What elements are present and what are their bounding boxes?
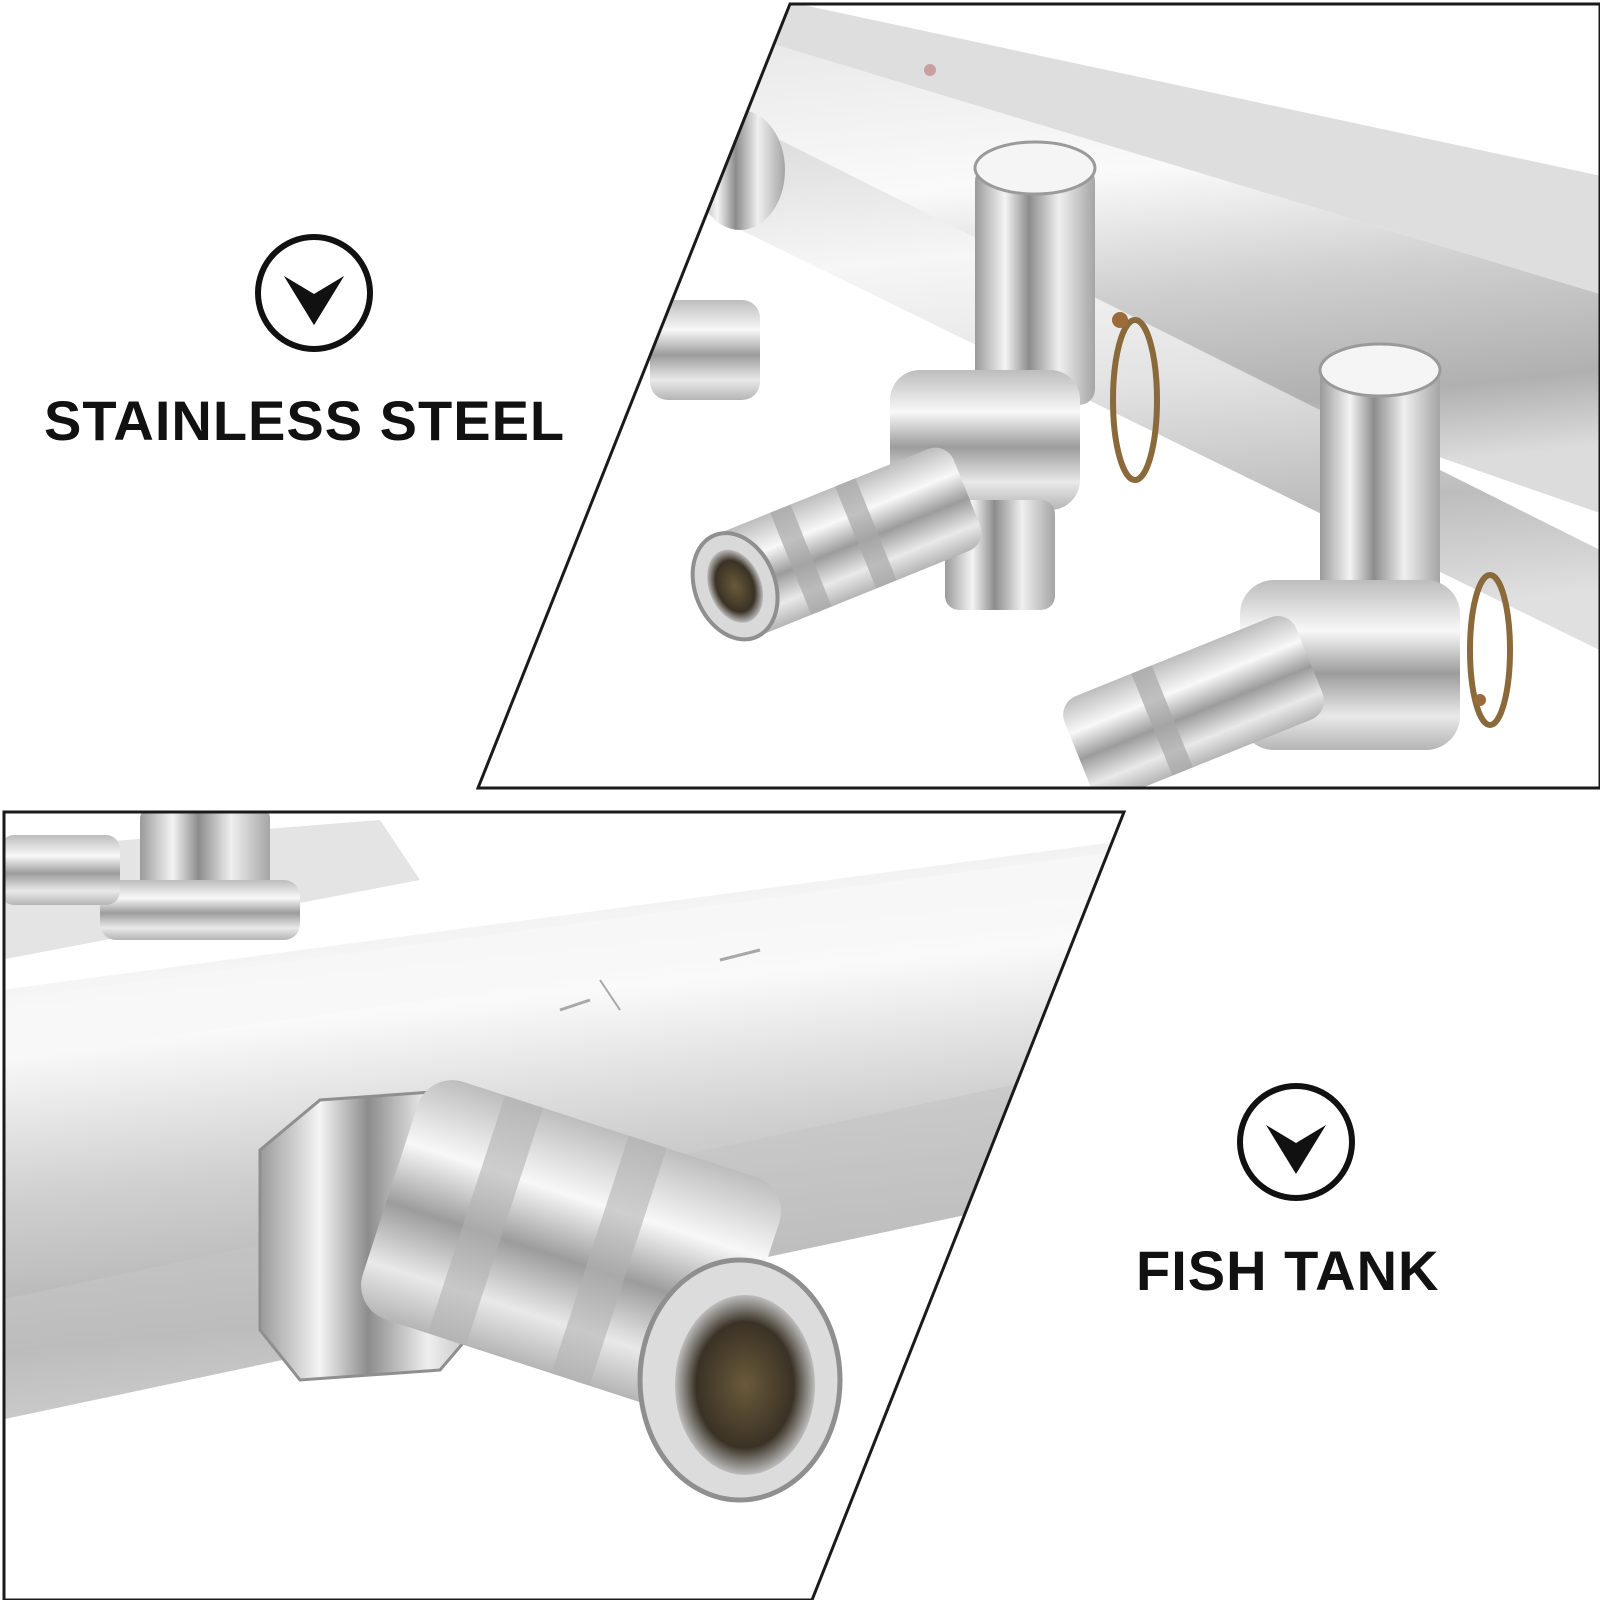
top-photo-frame: [475, 2, 1600, 790]
bottom-product-photo: [4, 812, 1124, 1600]
top-product-photo: [478, 4, 1600, 788]
usage-label: FISH TANK: [1136, 1239, 1440, 1302]
chevron-down-circle-icon: [255, 234, 373, 352]
bottom-photo-frame: [2, 810, 1127, 1600]
chevron-down-circle-icon: [1237, 1083, 1355, 1201]
material-label: STAINLESS STEEL: [44, 389, 566, 452]
